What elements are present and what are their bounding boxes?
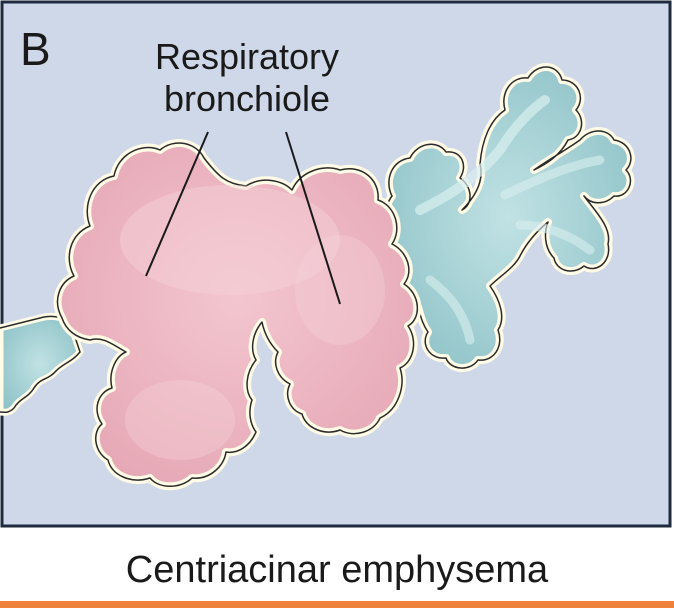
diagram-svg xyxy=(0,0,672,528)
leader-line-right xyxy=(285,131,341,305)
leader-line-left xyxy=(145,131,209,277)
respiratory-bronchiole-label: Respiratory bronchiole xyxy=(122,36,372,120)
right-airway-branches xyxy=(381,63,635,372)
label-line-1: Respiratory xyxy=(154,36,340,77)
label-line-2: bronchiole xyxy=(163,78,331,119)
figure-caption: Centriacinar emphysema xyxy=(125,549,549,591)
accent-rule xyxy=(0,601,674,608)
panel-letter: B xyxy=(20,23,51,75)
emphysema-region xyxy=(53,139,422,491)
diagram-panel: B Respiratory bronchiole xyxy=(0,0,672,528)
